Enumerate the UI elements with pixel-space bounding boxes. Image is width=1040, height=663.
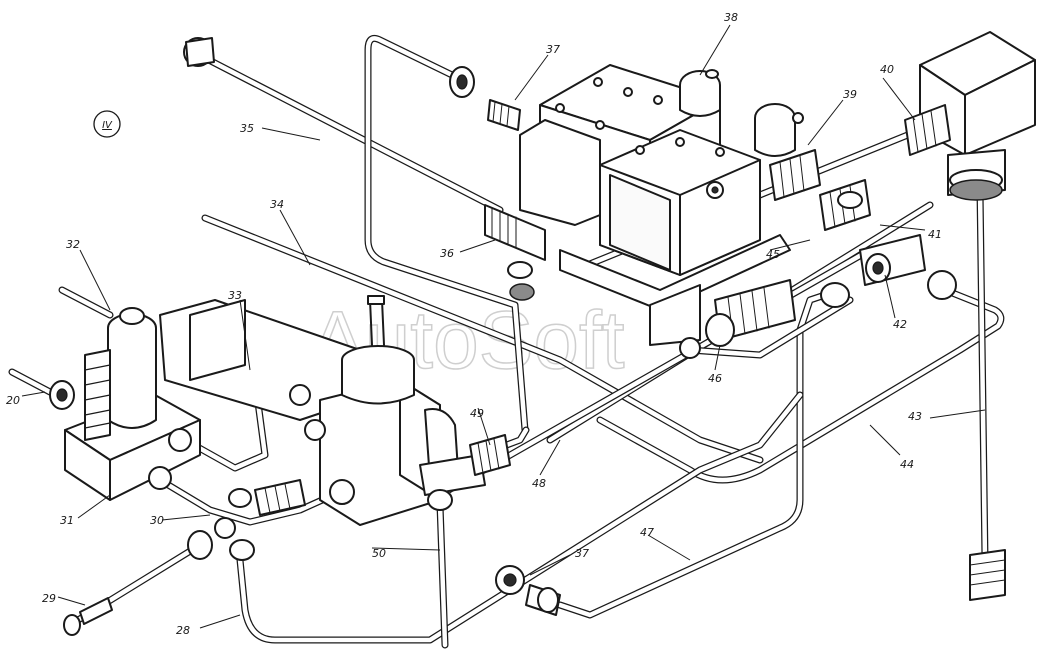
callout-36: 36 (440, 247, 454, 260)
fitting-37-top (449, 66, 521, 131)
fittings (49, 37, 1006, 636)
pipe-30 (156, 476, 344, 526)
callout-33: 33 (228, 289, 242, 302)
pipe-34 (201, 214, 764, 464)
callout-28: 28 (176, 624, 190, 637)
callout-45: 45 (766, 248, 780, 261)
callout-38: 38 (724, 11, 738, 24)
pipe-20 (8, 368, 54, 396)
callout-47: 47 (640, 526, 654, 539)
callout-37-top: 37 (546, 43, 560, 56)
fitting-right-lower (969, 549, 1006, 601)
callout-32: 32 (66, 238, 80, 251)
callout-34: 34 (270, 198, 284, 211)
pipes (8, 34, 1005, 649)
callout-46: 46 (708, 372, 722, 385)
callout-35: 35 (240, 122, 254, 135)
callout-31: 31 (60, 514, 74, 527)
callout-48: 48 (532, 477, 546, 490)
callout-labels: 20 28 29 30 31 32 33 34 35 36 37 37 38 3… (6, 11, 942, 637)
fitting-42 (859, 234, 957, 300)
mounting-bracket (159, 299, 361, 421)
callout-42: 42 (893, 318, 907, 331)
fitting-33-top (289, 384, 326, 441)
leader-lines (21, 24, 986, 629)
pipe-43 (976, 186, 989, 564)
fitting-49 (427, 434, 511, 511)
fitting-30-group (148, 428, 355, 561)
callout-50: 50 (372, 547, 386, 560)
fitting-40 (904, 104, 951, 156)
callout-44: 44 (900, 458, 914, 471)
callout-40: 40 (880, 63, 894, 76)
callout-37-bottom: 37 (575, 547, 589, 560)
callout-41: 41 (928, 228, 942, 241)
pipe-50 (436, 501, 449, 649)
pipe-top-loop (364, 34, 529, 434)
fitting-regulator-left (49, 380, 75, 410)
reservoir-box-40 (919, 31, 1036, 201)
callout-39: 39 (843, 88, 857, 101)
valve-block-38 (519, 64, 804, 346)
pipe-47 (556, 291, 829, 619)
pipe-44 (596, 286, 1005, 484)
fitting-41 (819, 179, 871, 231)
pipe-48 (436, 246, 874, 499)
fitting-35-end (183, 37, 215, 67)
callout-43: 43 (908, 410, 922, 423)
fitting-36 (484, 204, 546, 301)
callout-49: 49 (470, 407, 484, 420)
pipe-28 (236, 391, 804, 644)
callout-30: 30 (150, 514, 164, 527)
pipe-32 (58, 286, 114, 319)
fitting-29 (63, 530, 213, 636)
view-label: IV (102, 120, 113, 131)
fitting-37-bottom (495, 565, 561, 616)
fitting-46 (679, 279, 850, 359)
fitting-39 (769, 149, 821, 201)
callout-29: 29 (42, 592, 56, 605)
view-label-badge: IV (93, 110, 121, 138)
pipe-35 (201, 54, 504, 214)
callout-20: 20 (6, 394, 20, 407)
pipe-46 (686, 296, 854, 359)
